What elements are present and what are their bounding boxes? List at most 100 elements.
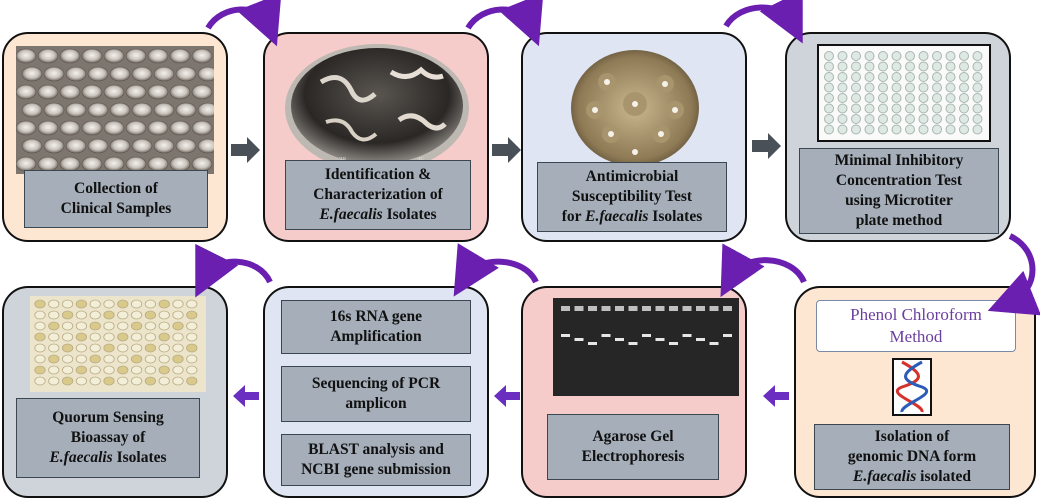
dna-helix-icon xyxy=(892,358,932,416)
bioassay-well xyxy=(89,365,101,375)
bioassay-well xyxy=(172,332,184,342)
bioassay-well xyxy=(158,343,170,353)
sample-cup xyxy=(81,48,103,64)
card-identification: 38 46 Identification & Characterization … xyxy=(263,32,489,242)
microtiter-well xyxy=(932,124,942,135)
bioassay-well xyxy=(48,343,60,353)
microtiter-well xyxy=(891,51,902,61)
gel-band xyxy=(723,334,732,337)
gel-photo xyxy=(553,298,739,396)
bioassay-well xyxy=(172,376,184,386)
bioassay-well xyxy=(117,332,129,342)
bioassay-well xyxy=(158,332,170,342)
microtiter-well xyxy=(891,114,902,124)
microtiter-well xyxy=(959,93,969,103)
gel-band xyxy=(642,334,651,337)
gel-label: Agarose Gel Electrophoresis xyxy=(547,414,719,480)
microtiter-well xyxy=(864,114,875,124)
sample-cup xyxy=(59,120,81,136)
bioassay-well xyxy=(103,343,115,353)
bioassay-well xyxy=(61,343,74,353)
bioassay-well xyxy=(158,376,170,386)
microtiter-well xyxy=(959,61,969,72)
bioassay-well xyxy=(186,332,198,342)
microtiter-well xyxy=(905,93,915,103)
bioassay-well xyxy=(186,310,198,320)
sample-cup xyxy=(175,102,197,118)
amplification-label: 16s RNA gene Amplification xyxy=(281,300,471,354)
bioassay-well xyxy=(172,354,184,364)
bioassay-well xyxy=(131,376,143,386)
sample-cup xyxy=(103,48,125,64)
microtiter-well xyxy=(837,82,848,93)
bioassay-well xyxy=(131,354,143,364)
bioassay-well xyxy=(158,310,170,320)
microtiter-well xyxy=(824,82,834,93)
sample-cup xyxy=(16,48,37,64)
microtiter-well xyxy=(851,61,861,72)
gel-well xyxy=(669,306,678,311)
microtiter-well xyxy=(837,51,848,61)
gel-well xyxy=(574,306,584,311)
card-quorum: Quorum Sensing Bioassay of E.faecalis Is… xyxy=(2,286,228,498)
bioassay-well xyxy=(61,376,74,386)
bioassay-well xyxy=(103,332,115,342)
bioassay-well xyxy=(117,343,129,353)
microtiter-well xyxy=(945,61,956,72)
microtiter-well xyxy=(905,61,915,72)
gel-band xyxy=(561,334,570,337)
gel-well xyxy=(628,306,638,311)
curve-arrow-3 xyxy=(723,0,803,44)
bioassay-well xyxy=(89,321,101,331)
bioassay-well xyxy=(61,310,74,320)
bioassay-well xyxy=(34,365,46,375)
bioassay-well xyxy=(131,310,143,320)
bioassay-well xyxy=(75,310,88,320)
bioassay-well xyxy=(61,321,74,331)
sample-cup xyxy=(37,48,59,64)
card-sequencing: 16s RNA gene Amplification Sequencing of… xyxy=(263,286,489,498)
microtiter-well xyxy=(878,124,888,135)
microtiter-well xyxy=(851,114,861,124)
gel-band xyxy=(615,338,624,341)
bioassay-well xyxy=(158,321,170,331)
microtiter-well xyxy=(932,103,942,114)
sample-cup xyxy=(147,48,169,64)
bioassay-well xyxy=(131,343,143,353)
microtiter-well xyxy=(959,51,969,61)
sample-cup xyxy=(21,138,43,154)
sample-cup xyxy=(125,48,147,64)
microtiter-well xyxy=(864,93,875,103)
bioassay-well xyxy=(48,332,60,342)
sample-cup xyxy=(21,102,43,118)
clinical-samples-photo xyxy=(16,46,214,174)
microtiter-well xyxy=(824,93,834,103)
sample-containers-image xyxy=(16,46,214,174)
sample-cup xyxy=(43,66,65,82)
microtiter-well xyxy=(918,93,929,103)
bioassay-well xyxy=(117,365,129,375)
sample-cup xyxy=(103,120,125,136)
mic-label: Minimal Inhibitory Concentration Test us… xyxy=(799,148,999,234)
gel-band xyxy=(696,338,705,341)
microtiter-well xyxy=(945,72,956,82)
card-ast: Antimicrobial Susceptibility Test for E.… xyxy=(521,32,747,242)
microtiter-well xyxy=(824,103,834,114)
bioassay-well xyxy=(103,299,115,309)
bioassay-well xyxy=(34,343,46,353)
gel-well xyxy=(615,306,624,311)
bioassay-well xyxy=(186,376,198,386)
sample-cup xyxy=(16,120,37,136)
gel-band xyxy=(709,342,719,345)
bioassay-well xyxy=(89,299,101,309)
phenol-chloroform-box: Phenol Chloroform Method xyxy=(816,300,1016,352)
sample-cup xyxy=(43,138,65,154)
bioassay-well xyxy=(89,376,101,386)
arrow-left-3 xyxy=(763,385,789,407)
bioassay-well xyxy=(61,332,74,342)
dna-isolation-label: Isolation of genomic DNA form E.faecalis… xyxy=(814,424,1010,490)
microtiter-well xyxy=(932,82,942,93)
gel-bands-image xyxy=(553,298,739,396)
microtiter-well xyxy=(824,61,834,72)
microtiter-well xyxy=(932,114,942,124)
